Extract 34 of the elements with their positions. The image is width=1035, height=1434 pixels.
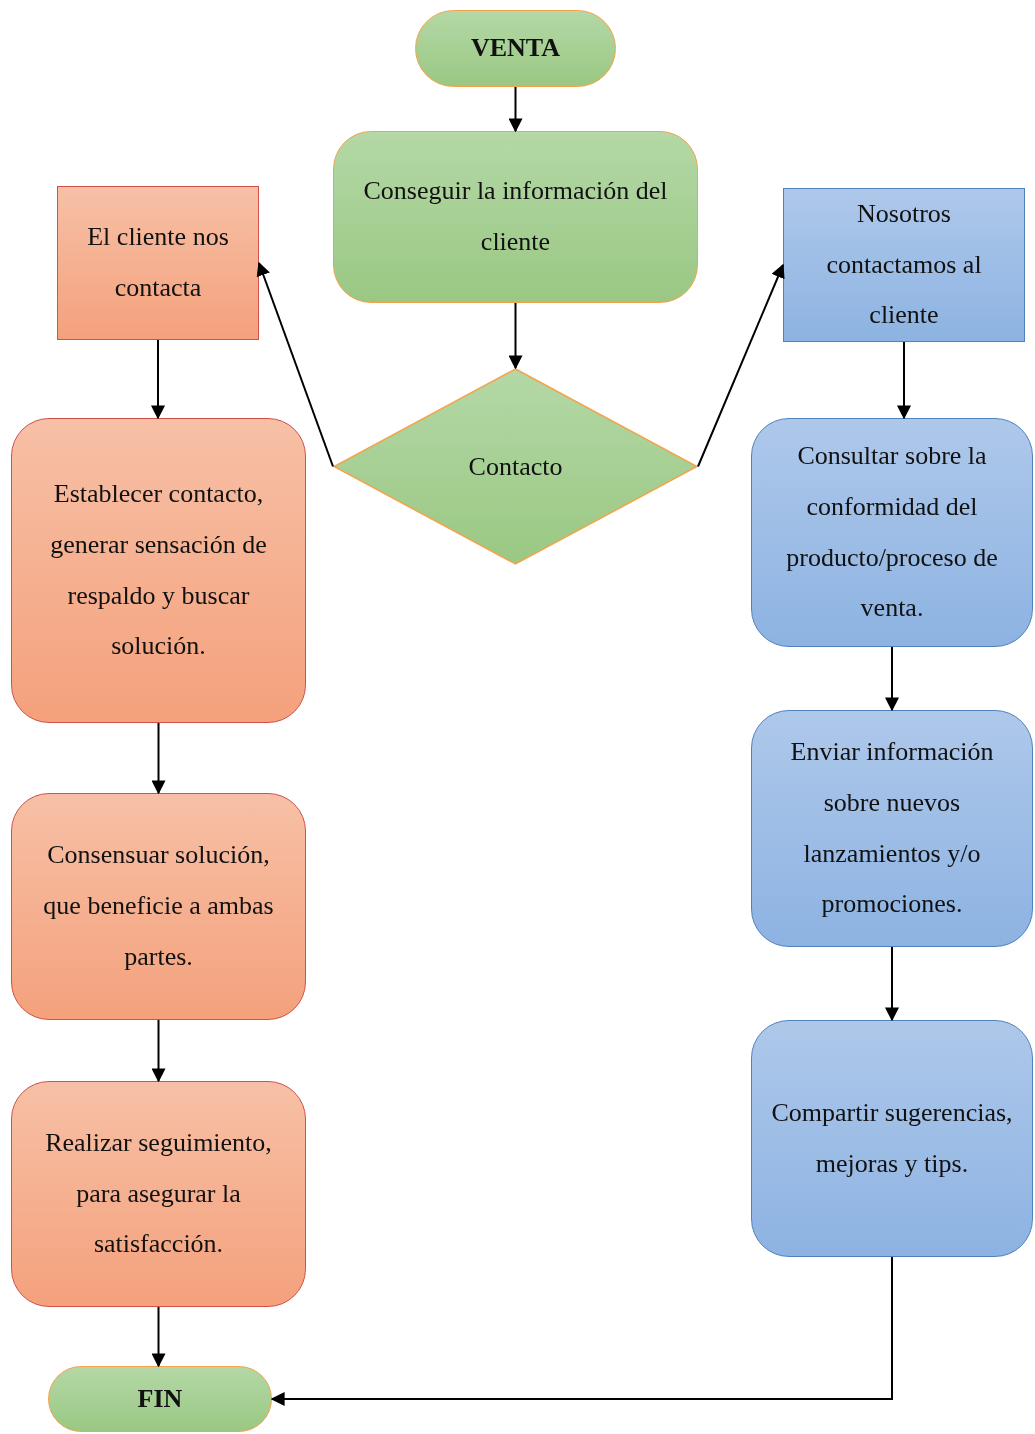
arrow xyxy=(151,1019,166,1083)
process-box xyxy=(751,1020,1033,1257)
process-box xyxy=(11,418,306,723)
process-box xyxy=(751,418,1033,647)
arrow xyxy=(151,1306,166,1368)
decision-diamond xyxy=(333,368,698,565)
node-label: Conseguir la información del cliente xyxy=(362,175,669,258)
process-box xyxy=(57,186,259,340)
arrow xyxy=(885,946,899,1022)
node-label: Consultar sobre la conformidad del producto/proceso de venta. xyxy=(785,440,999,625)
node-label: Nosotros contactamos al cliente xyxy=(825,197,983,332)
arrow xyxy=(697,263,785,468)
process-box xyxy=(751,710,1033,947)
arrow xyxy=(151,339,165,420)
process-box xyxy=(783,188,1025,342)
node-label: Consensuar solución, que beneficie a ambas partes. xyxy=(42,839,275,973)
arrow xyxy=(270,1256,893,1406)
process-box xyxy=(11,793,306,1020)
process-box xyxy=(11,1081,306,1307)
node-label: Enviar información sobre nuevos lanzamientos y/o promociones. xyxy=(789,736,995,921)
node-label: El cliente nos contacta xyxy=(86,221,230,304)
node-label: Realizar seguimiento, para asegurar la satisfacción. xyxy=(44,1126,273,1261)
node-label: Compartir sugerencias, mejoras y tips. xyxy=(770,1096,1014,1180)
arrow xyxy=(508,86,523,133)
process-box xyxy=(333,131,698,303)
arrow xyxy=(151,722,166,795)
arrow xyxy=(508,302,523,370)
arrow xyxy=(885,646,899,712)
arrow xyxy=(256,261,334,468)
node-label: VENTA xyxy=(470,32,561,65)
node-label: Establecer contacto, generar sensación de respaldo y buscar solución. xyxy=(49,478,268,663)
arrow xyxy=(897,341,911,420)
node-label: Contacto xyxy=(468,451,563,483)
node-label: FIN xyxy=(137,1382,183,1415)
